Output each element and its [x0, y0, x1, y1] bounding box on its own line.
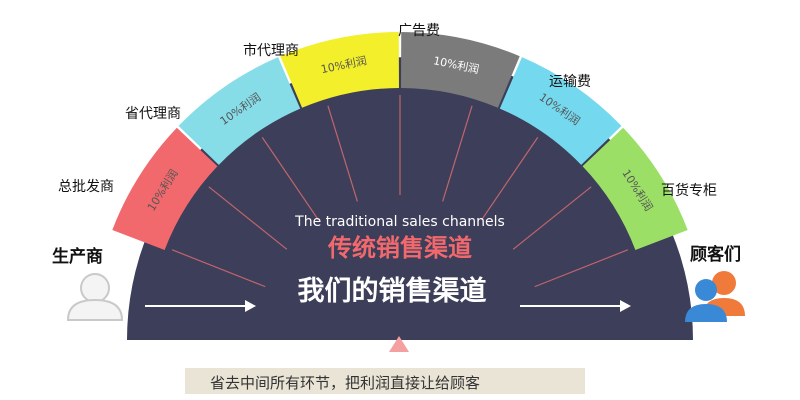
producer-icon — [66, 273, 124, 321]
caption-text: 省去中间所有环节，把利润直接让给顾客 — [210, 374, 481, 392]
label-provincial-agent: 省代理商 — [125, 106, 181, 122]
dome-ray — [327, 105, 358, 202]
dome-rays — [171, 95, 629, 288]
dome-ray — [442, 105, 473, 202]
channel-segment — [280, 32, 399, 108]
label-city-agent: 市代理商 — [243, 43, 299, 59]
dome-ray — [481, 137, 539, 221]
dome-ray — [261, 137, 319, 221]
label-department-store: 百货专柜 — [661, 183, 717, 199]
channel-segment — [401, 32, 520, 108]
label-transport: 运输费 — [549, 74, 591, 90]
channel-segment — [112, 127, 218, 250]
dome-ray — [171, 249, 266, 288]
channel-segment — [499, 57, 622, 165]
traditional-title: 传统销售渠道 — [327, 234, 472, 262]
label-customers: 顾客们 — [690, 245, 741, 265]
label-wholesaler: 总批发商 — [58, 179, 114, 195]
dome-ray — [512, 186, 592, 250]
label-advertising: 广告费 — [398, 23, 440, 39]
channel-segment — [582, 127, 688, 250]
customers-icon — [685, 271, 745, 322]
our-title: 我们的销售渠道 — [298, 275, 487, 307]
flow-arrow — [145, 300, 631, 312]
pointer-triangle — [389, 336, 409, 352]
label-producer: 生产商 — [52, 247, 103, 267]
caption-bar — [185, 368, 585, 394]
channel-segment — [178, 57, 301, 165]
dome-ray — [208, 186, 288, 250]
english-title: The traditional sales channels — [294, 214, 505, 230]
dome-ray — [534, 249, 629, 288]
